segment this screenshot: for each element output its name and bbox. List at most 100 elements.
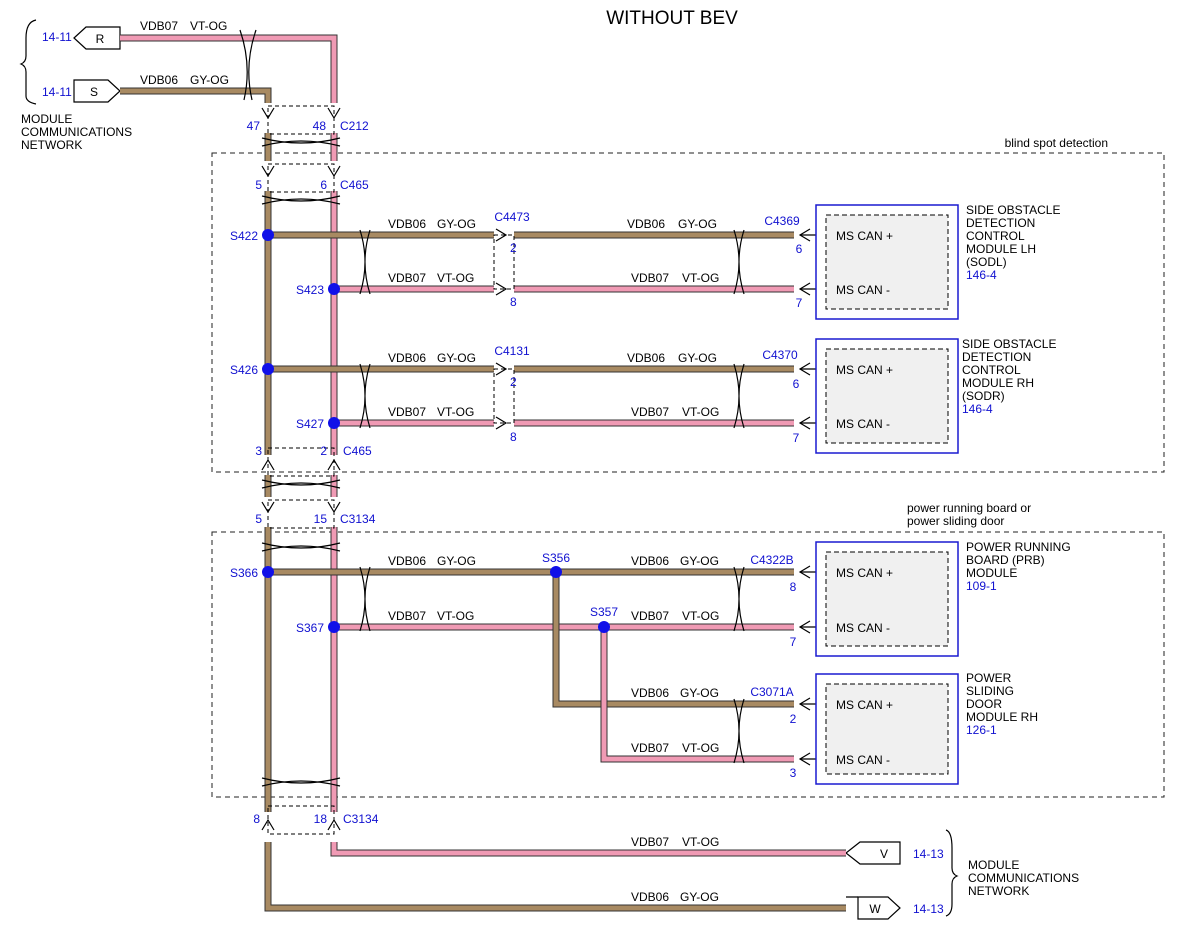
svg-text:VT-OG: VT-OG bbox=[437, 405, 474, 419]
svg-text:C4369: C4369 bbox=[764, 214, 800, 228]
svg-text:VDB06: VDB06 bbox=[388, 217, 426, 231]
ref-14-11-r: 14-11 bbox=[42, 30, 72, 44]
splice-s423 bbox=[328, 283, 340, 295]
wire-vdb07-top bbox=[120, 35, 337, 103]
module-sodr: MS CAN + MS CAN - SIDE OBSTACLE DETECTIO… bbox=[815, 337, 1056, 454]
connector-c465-top bbox=[261, 163, 341, 193]
svg-text:C4131: C4131 bbox=[494, 344, 530, 358]
svg-text:2: 2 bbox=[510, 375, 517, 389]
svg-text:3: 3 bbox=[790, 766, 797, 780]
svg-text:GY-OG: GY-OG bbox=[437, 554, 476, 568]
splice-s427 bbox=[328, 417, 340, 429]
svg-text:VDB07: VDB07 bbox=[388, 609, 426, 623]
flag-s-label: S bbox=[90, 85, 98, 99]
svg-text:C3134: C3134 bbox=[340, 512, 376, 526]
connector-c212 bbox=[261, 105, 341, 135]
svg-text:GY-OG: GY-OG bbox=[680, 554, 719, 568]
splice-label-s356: S356 bbox=[542, 551, 570, 565]
module-psd: MS CAN + MS CAN - POWER SLIDING DOOR MOD… bbox=[815, 671, 1038, 785]
svg-text:146-4: 146-4 bbox=[962, 402, 993, 416]
connector-c465-bottom bbox=[261, 447, 341, 477]
svg-text:2: 2 bbox=[510, 241, 517, 255]
splice-s366 bbox=[262, 566, 274, 578]
svg-text:VT-OG: VT-OG bbox=[682, 741, 719, 755]
svg-text:MS CAN +: MS CAN + bbox=[836, 363, 893, 377]
running-board-frame bbox=[211, 531, 1165, 798]
splice-s422 bbox=[262, 229, 274, 241]
svg-text:109-1: 109-1 bbox=[966, 579, 997, 593]
svg-text:SLIDING: SLIDING bbox=[966, 684, 1014, 698]
svg-text:C3071A: C3071A bbox=[750, 685, 793, 699]
svg-text:MS CAN +: MS CAN + bbox=[836, 698, 893, 712]
blind-spot-frame bbox=[211, 152, 1165, 473]
svg-text:126-1: 126-1 bbox=[966, 723, 997, 737]
flag-r-label: R bbox=[96, 32, 105, 46]
network-brace-bottom bbox=[945, 829, 959, 917]
svg-text:18: 18 bbox=[314, 812, 328, 826]
svg-text:48: 48 bbox=[313, 119, 327, 133]
svg-text:DETECTION: DETECTION bbox=[962, 350, 1031, 364]
svg-text:VT-OG: VT-OG bbox=[682, 835, 719, 849]
ref-14-13-w: 14-13 bbox=[913, 902, 944, 916]
svg-text:VDB06: VDB06 bbox=[631, 554, 669, 568]
svg-text:8: 8 bbox=[510, 295, 517, 309]
svg-text:VDB06: VDB06 bbox=[627, 217, 665, 231]
svg-text:2: 2 bbox=[790, 712, 797, 726]
flag-v-label: V bbox=[880, 847, 888, 861]
network-label-bottom-1: MODULE bbox=[968, 858, 1019, 872]
svg-text:CONTROL: CONTROL bbox=[962, 363, 1021, 377]
svg-text:MS CAN -: MS CAN - bbox=[836, 283, 890, 297]
svg-text:VDB07: VDB07 bbox=[631, 609, 669, 623]
svg-text:C3134: C3134 bbox=[343, 812, 379, 826]
wire-psd-can-plus bbox=[553, 572, 794, 707]
svg-text:MODULE: MODULE bbox=[966, 566, 1017, 580]
ref-14-13-v: 14-13 bbox=[913, 847, 944, 861]
svg-text:C4370: C4370 bbox=[762, 348, 798, 362]
network-label-top-3: NETWORK bbox=[21, 138, 82, 152]
svg-text:GY-OG: GY-OG bbox=[680, 686, 719, 700]
svg-text:C465: C465 bbox=[343, 444, 372, 458]
flag-w bbox=[857, 896, 901, 920]
svg-text:8: 8 bbox=[253, 812, 260, 826]
svg-text:GY-OG: GY-OG bbox=[680, 890, 719, 904]
wire-vdb06-top bbox=[120, 88, 271, 103]
svg-text:7: 7 bbox=[796, 296, 803, 310]
svg-text:6: 6 bbox=[796, 242, 803, 256]
svg-text:VT-OG: VT-OG bbox=[682, 609, 719, 623]
splice-label-s422: S422 bbox=[230, 229, 258, 243]
svg-text:8: 8 bbox=[790, 580, 797, 594]
svg-text:VT-OG: VT-OG bbox=[437, 271, 474, 285]
connector-c4473 bbox=[493, 228, 515, 296]
svg-text:DOOR: DOOR bbox=[966, 697, 1002, 711]
wire-psd-can-minus bbox=[601, 627, 794, 762]
svg-text:MS CAN -: MS CAN - bbox=[836, 417, 890, 431]
svg-text:GY-OG: GY-OG bbox=[678, 351, 717, 365]
svg-text:(SODR): (SODR) bbox=[962, 389, 1005, 403]
connector-labels: 47 48 C212 5 6 C465 3 2 C465 5 15 C3134 … bbox=[247, 119, 803, 826]
splice-s367 bbox=[328, 621, 340, 633]
svg-text:MODULE LH: MODULE LH bbox=[966, 242, 1036, 256]
svg-text:POWER RUNNING: POWER RUNNING bbox=[966, 540, 1071, 554]
svg-text:MS CAN +: MS CAN + bbox=[836, 229, 893, 243]
splice-s356 bbox=[550, 566, 562, 578]
splice-s426 bbox=[262, 363, 274, 375]
svg-text:VT-OG: VT-OG bbox=[437, 609, 474, 623]
svg-text:VDB07: VDB07 bbox=[631, 741, 669, 755]
connector-c4131 bbox=[493, 362, 515, 430]
svg-text:(SODL): (SODL) bbox=[966, 255, 1007, 269]
svg-text:6: 6 bbox=[793, 377, 800, 391]
svg-text:2: 2 bbox=[320, 444, 327, 458]
running-board-label-2: power sliding door bbox=[907, 514, 1004, 528]
connector-c3134-bottom bbox=[261, 805, 341, 835]
svg-text:C212: C212 bbox=[340, 119, 369, 133]
svg-text:C465: C465 bbox=[340, 178, 369, 192]
svg-text:MODULE RH: MODULE RH bbox=[966, 710, 1038, 724]
blind-spot-label: blind spot detection bbox=[1005, 136, 1108, 150]
splice-label-s367: S367 bbox=[296, 621, 324, 635]
svg-text:GY-OG: GY-OG bbox=[190, 73, 229, 87]
svg-text:47: 47 bbox=[247, 119, 261, 133]
svg-text:VDB06: VDB06 bbox=[631, 890, 669, 904]
svg-text:5: 5 bbox=[255, 512, 262, 526]
svg-text:MS CAN +: MS CAN + bbox=[836, 566, 893, 580]
